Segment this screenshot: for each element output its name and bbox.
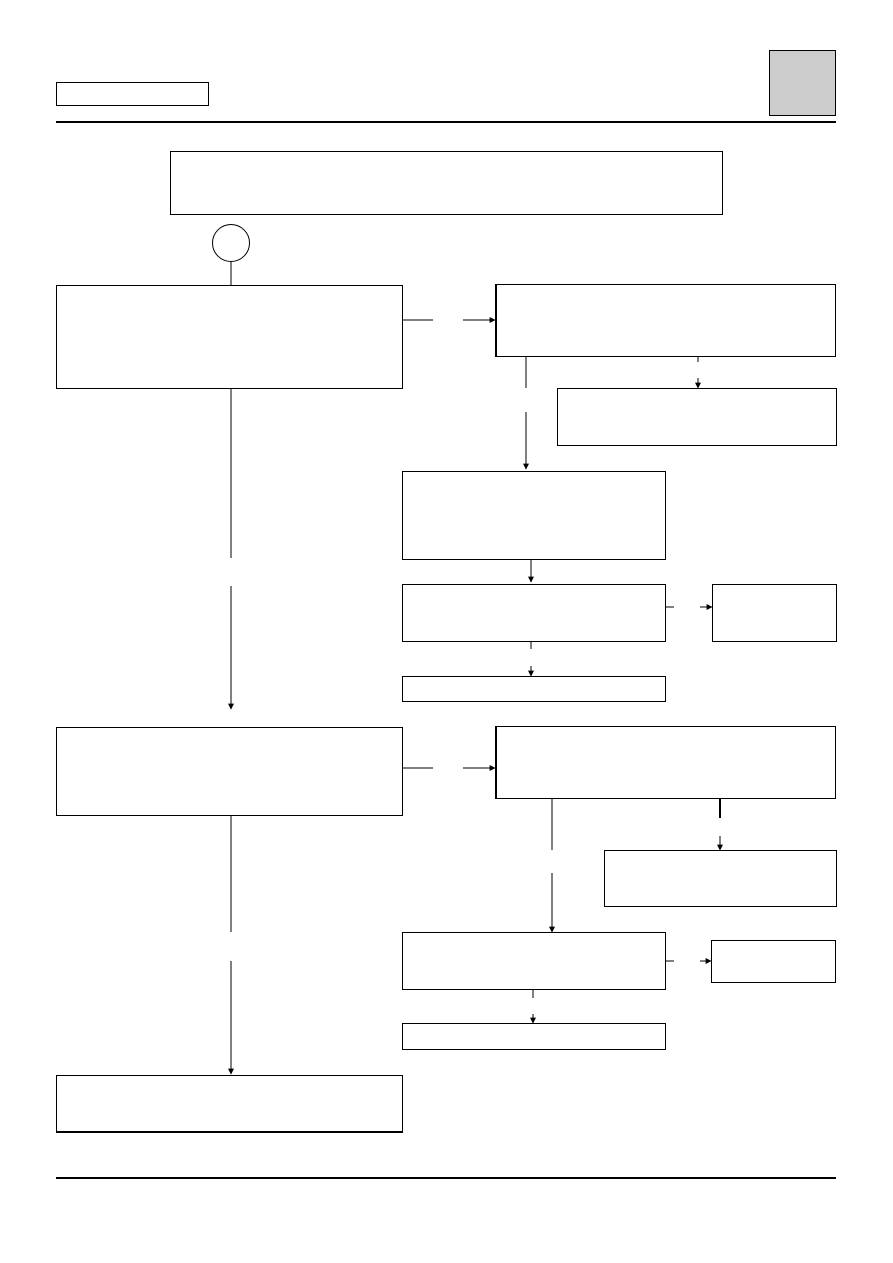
branch-1-end-box <box>402 676 666 702</box>
branch-2-side-result-box <box>711 940 836 983</box>
branch-1-result-box <box>557 388 837 446</box>
branch-1-check-box <box>495 284 836 357</box>
title-box <box>170 151 723 215</box>
branch-1-test-box <box>402 584 666 642</box>
start-marker <box>212 224 250 262</box>
branch-1-action-box <box>402 471 666 560</box>
chapter-tab <box>769 50 836 116</box>
final-step-box <box>56 1075 403 1133</box>
test-1-box <box>56 285 403 389</box>
footer-rule <box>56 1177 836 1179</box>
branch-1-side-result-box <box>712 584 837 642</box>
branch-2-check-box <box>495 726 836 799</box>
branch-2-test-box <box>402 932 666 990</box>
test-2-box <box>56 727 403 816</box>
section-label-box <box>56 82 209 106</box>
header-rule <box>56 121 836 123</box>
